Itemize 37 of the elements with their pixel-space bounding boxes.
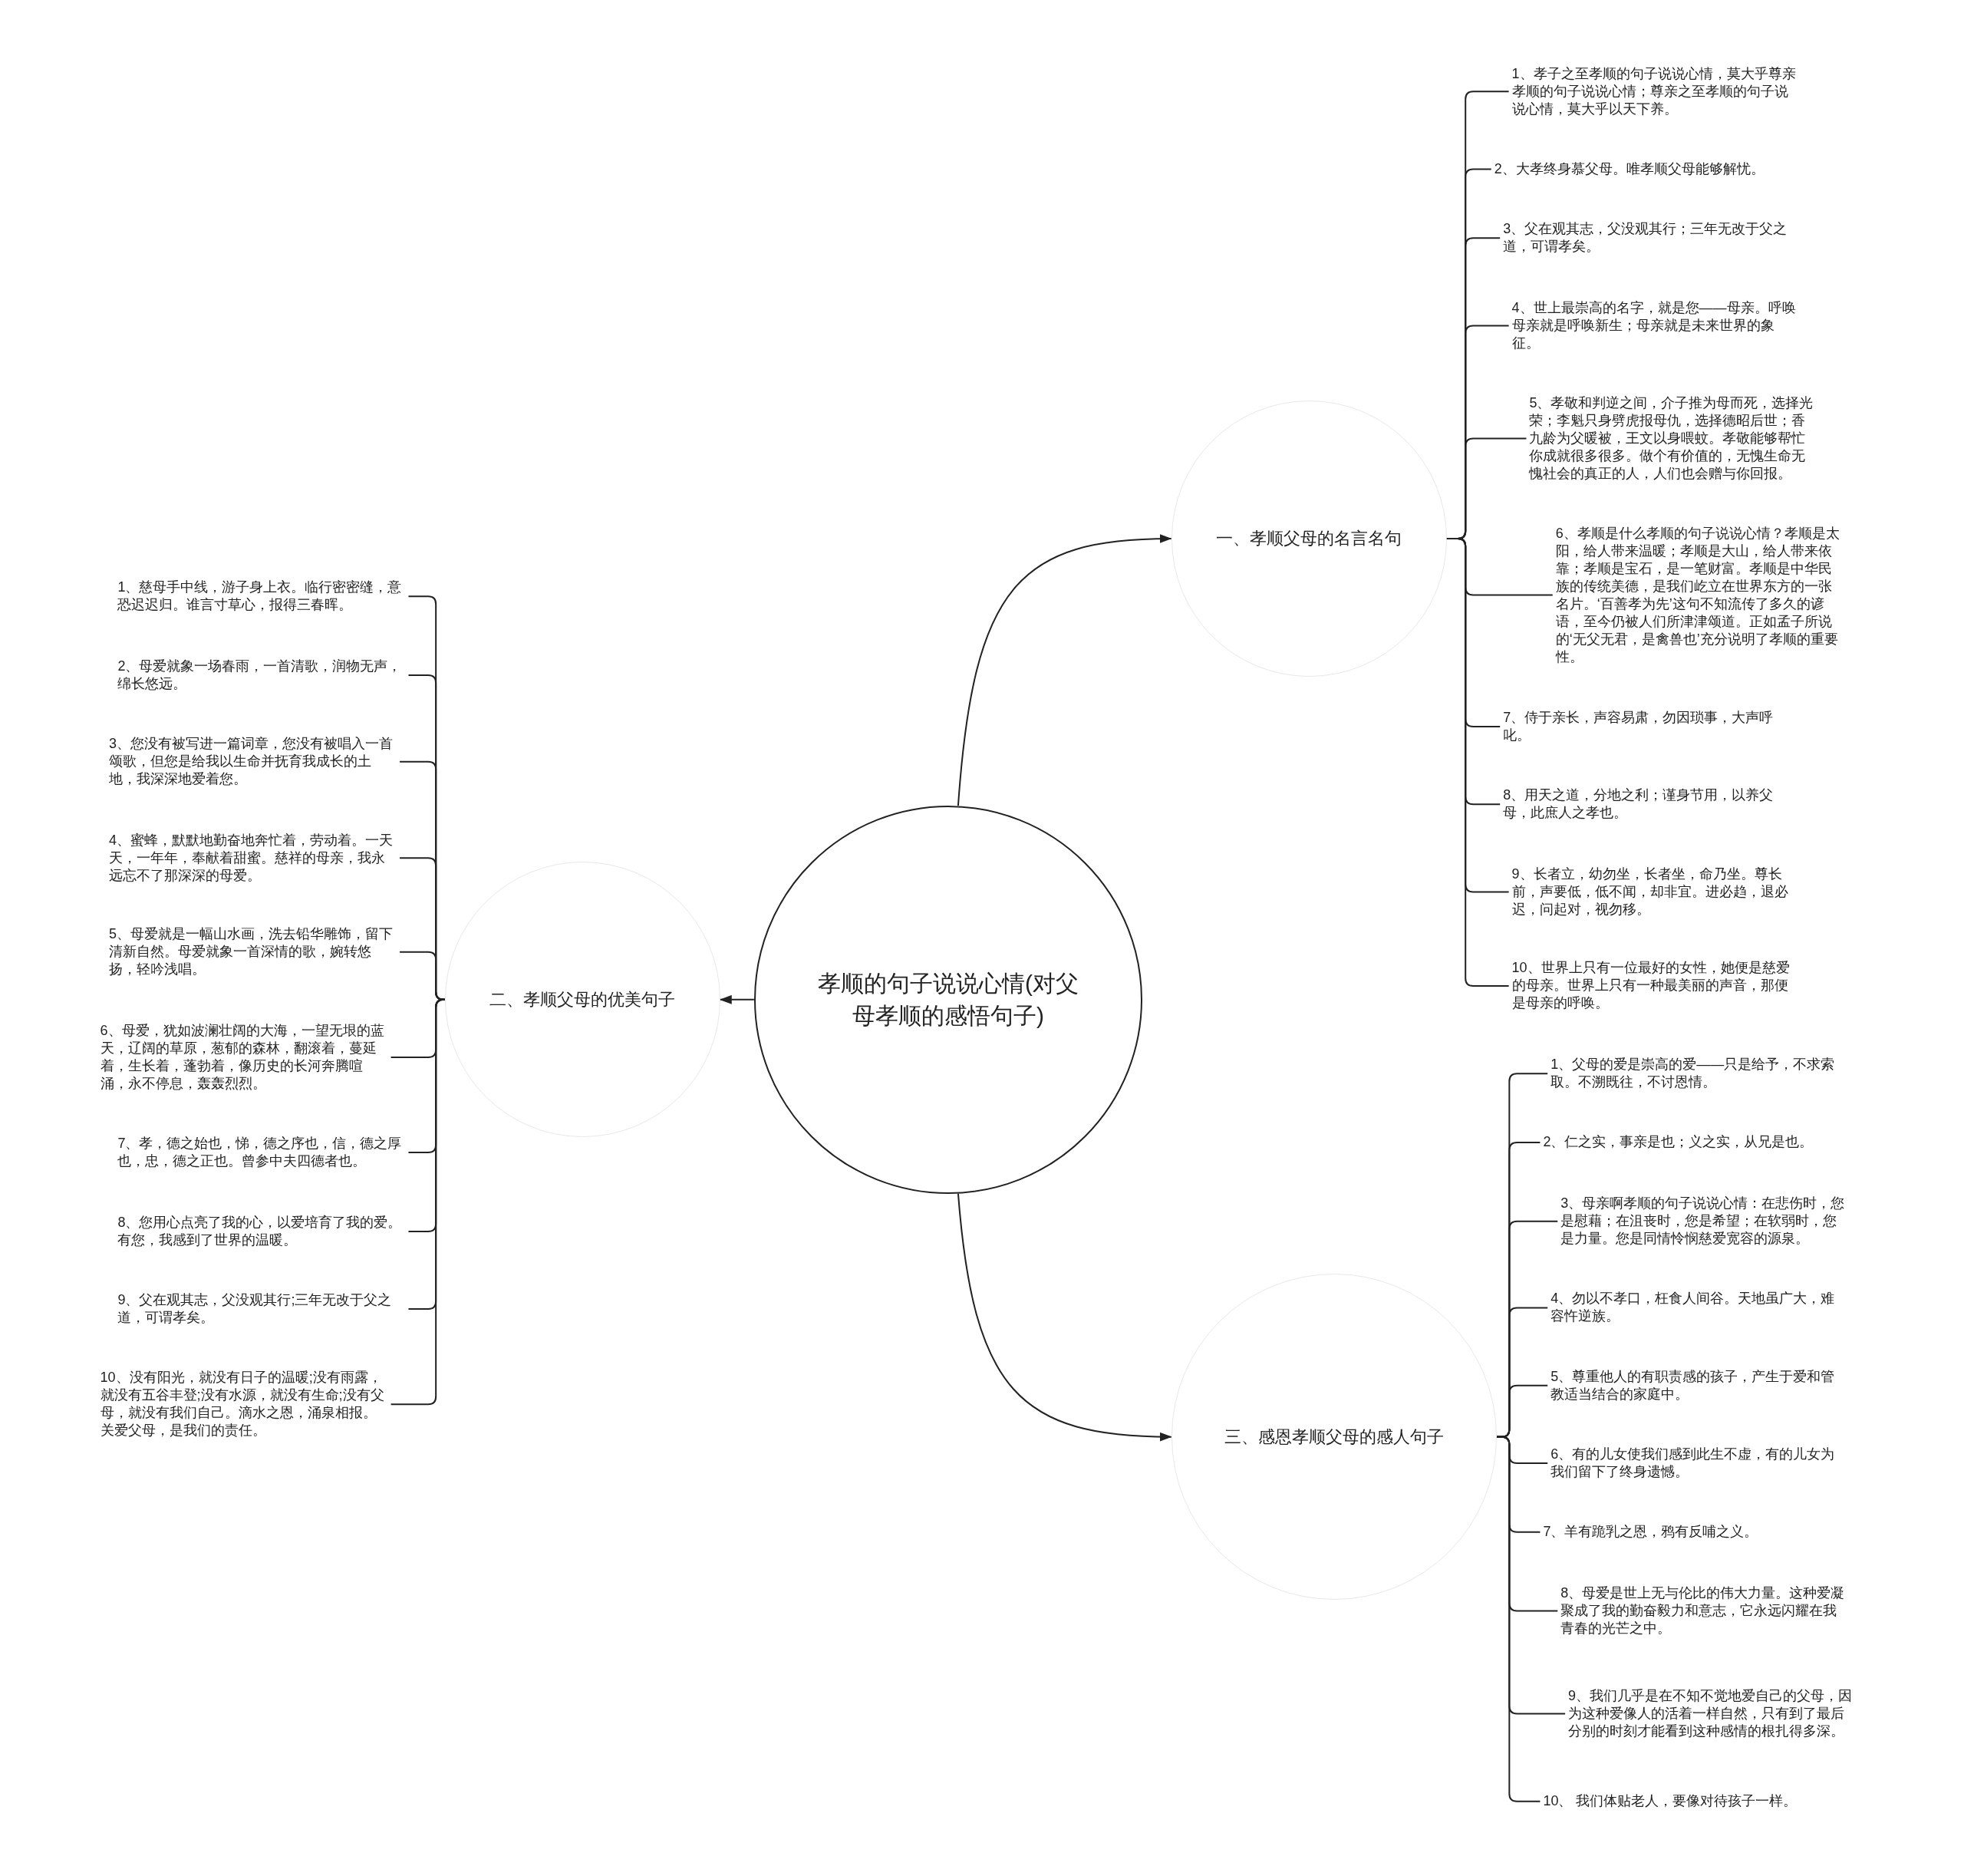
quote-text: 7、羊有跪乳之恩，鸦有反哺之义。 — [1543, 1523, 1831, 1541]
quote-text: 2、母爱就象一场春雨，一首清歌，润物无声，绵长悠远。 — [117, 658, 406, 693]
arrow — [957, 1192, 1172, 1442]
quote-text: 2、大孝终身慕父母。唯孝顺父母能够解忧。 — [1494, 160, 1782, 178]
quote-text: 3、母亲啊孝顺的句子说说心情：在悲伤时，您是慰藉；在沮丧时，您是希望；在软弱时，您是力量。您是同情怜悯慈爱宽容的源泉。 — [1560, 1195, 1849, 1248]
quote-text: 5、尊重他人的有职责感的孩子，产生于爱和管教适当结合的家庭中。 — [1550, 1367, 1839, 1403]
quote-text: 8、母爱是世上无与伦比的伟大力量。这种爱凝聚成了我的勤奋毅力和意志，它永远闪耀在我青春的光芒之中。 — [1560, 1584, 1849, 1638]
arrow — [719, 994, 755, 1004]
quote-text: 3、父在观其志，父没观其行；三年无改于父之道，可谓孝矣。 — [1503, 220, 1791, 256]
quote-text: 5、孝敬和判逆之间，介子推为母而死，选择光荣；李魁只身劈虎报母仇，选择德昭后世；香九龄为父暖被，王文以身喂蚊。孝敬能够帮忙你成就很多很多。做个有价值的，无愧生命无愧社会的真正的人，人们也会赠与你回报。 — [1529, 394, 1817, 483]
central-topic-circle: 孝顺的句子说说心情(对父母孝顺的感悟句子) — [753, 805, 1142, 1194]
quote-text: 4、蜜蜂，默默地勤奋地奔忙着，劳动着。一天天，一年年，奉献着甜蜜。慈祥的母亲，我永远忘不了那深深的母爱。 — [109, 831, 397, 885]
bracket-line — [1445, 538, 1510, 987]
arrow — [957, 534, 1172, 807]
quote-text: 4、勿以不孝口，枉食人间谷。天地虽广大，难容忤逆族。 — [1550, 1290, 1839, 1326]
quote-text: 9、长者立，幼勿坐，长者坐，命乃坐。尊长前，声要低，低不闻，却非宜。进必趋，退必迟，问起对，视勿移。 — [1511, 865, 1800, 918]
quote-text: 8、用天之道，分地之利；谨身节用，以养父母，此庶人之孝也。 — [1503, 786, 1791, 823]
quote-text: 1、父母的爱是崇高的爱——只是给予，不求索取。不溯既往，不讨恩情。 — [1550, 1056, 1839, 1092]
quote-text: 6、母爱，犹如波澜壮阔的大海，一望无垠的蓝天，辽阔的草原，葱郁的森林，翻滚着，蔓延着，生长着，蓬勃着，像历史的长河奔腾喧涌，永不停息，轰轰烈烈。 — [100, 1021, 388, 1093]
quote-text: 7、侍于亲长，声容易肃，勿因琐事，大声呼叱。 — [1503, 708, 1791, 744]
quote-text: 2、仁之实，事亲是也；义之实，从兄是也。 — [1543, 1133, 1831, 1152]
quote-text: 6、有的儿女使我们感到此生不虚，有的儿女为我们留下了终身遗憾。 — [1550, 1445, 1839, 1481]
quote-text: 1、慈母手中线，游子身上衣。临行密密缝，意恐迟迟归。谁言寸草心，报得三春晖。 — [117, 579, 406, 615]
quote-text: 10、没有阳光，就没有日子的温暖;没有雨露，就没有五谷丰登;没有水源，就没有生命;没有父母，就没有我们自己。滴水之恩，涌泉相报。关爱父母，是我们的责任。 — [100, 1369, 388, 1440]
quote-text: 4、世上最崇高的名字，就是您——母亲。呼唤母亲就是呼唤新生；母亲就是未来世界的象征。 — [1511, 299, 1800, 352]
quote-text: 9、父在观其志，父没观其行;三年无改于父之道，可谓孝矣。 — [117, 1291, 406, 1327]
quote-text: 10、世界上只有一位最好的女性，她便是慈爱的母亲。世界上只有一种最美丽的声音，那便是母亲的呼唤。 — [1511, 959, 1800, 1013]
quote-text: 8、您用心点亮了我的心，以爱培育了我的爱。有您，我感到了世界的温暖。 — [117, 1213, 406, 1249]
quote-text: 6、孝顺是什么孝顺的句子说说心情？孝顺是太阳，给人带来温暖；孝顺是大山，给人带来依靠；孝顺是宝石，是一笔财富。孝顺是中华民族的传统美德，是我们屹立在世界东方的一张名片。‘百善孝为先’这句不知流传了多久的谚语，至今仍被人们所津津颂道。正如孟子所说的‘无父无君，是禽兽也’充分说明了孝顺的重要性。 — [1555, 524, 1844, 666]
bracket-line — [390, 998, 446, 1406]
quote-text: 3、您没有被写进一篇词章，您没有被唱入一首颂歌，但您是给我以生命并抚育我成长的土地，我深深地爱着您。 — [109, 735, 397, 789]
quote-text: 1、孝子之至孝顺的句子说说心情，莫大乎尊亲孝顺的句子说说心情；尊亲之至孝顺的句子说说心情，莫大乎以天下养。 — [1511, 64, 1800, 118]
quote-text: 5、母爱就是一幅山水画，洗去铅华雕饰，留下清新自然。母爱就象一首深情的歌，婉转悠扬，轻吟浅唱。 — [109, 925, 397, 979]
quote-text: 9、我们几乎是在不知不觉地爱自己的父母，因为这种爱像人的活着一样自然，只有到了最后分别的时刻才能看到这种感情的根扎得多深。 — [1568, 1686, 1857, 1740]
quote-text: 10、 我们体贴老人，要像对待孩子一样。 — [1543, 1792, 1831, 1811]
bracket-line — [1496, 1436, 1541, 1802]
quote-text: 7、孝，德之始也，悌，德之序也，信，德之厚也，忠，德之正也。曾参中夫四德者也。 — [117, 1135, 406, 1171]
